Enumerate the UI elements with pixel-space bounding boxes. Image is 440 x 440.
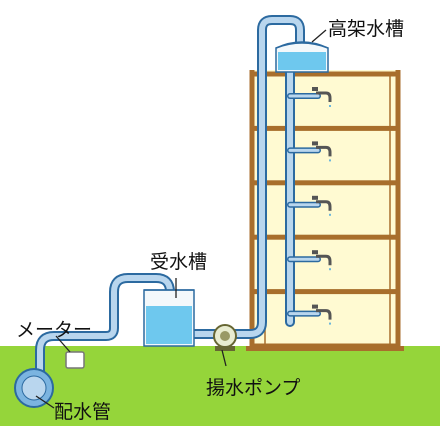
faucet-icon	[312, 250, 332, 273]
receiving-tank-water	[146, 306, 192, 344]
floor-slab	[250, 71, 400, 77]
leader-main-pipe	[35, 395, 55, 409]
pipe-network	[35, 15, 321, 385]
building-body	[252, 70, 400, 348]
leader-pump	[221, 349, 227, 367]
faucet-icon	[312, 87, 332, 109]
leader-elevated-tank	[311, 29, 327, 43]
floor-branch-pipes	[287, 93, 321, 317]
leader-meter	[55, 335, 71, 353]
label-receiving-tank: 受水槽	[150, 251, 207, 273]
faucet-icon	[312, 195, 332, 218]
pipe-main-to-receiving-tank	[37, 275, 173, 383]
label-elevated-tank: 高架水槽	[328, 18, 404, 40]
main-pipe-cross-section	[14, 368, 54, 408]
building	[246, 70, 404, 351]
elevated-tank-roof	[275, 41, 329, 49]
pump-icon	[213, 324, 237, 351]
label-pump: 揚水ポンプ	[206, 377, 300, 399]
building-foundation	[246, 346, 404, 351]
floor-slab	[250, 289, 400, 295]
water-meter-icon	[65, 351, 85, 369]
faucets	[312, 87, 332, 327]
pipe-riser	[182, 17, 303, 337]
receiving-tank	[143, 289, 195, 347]
floor-slab	[250, 125, 400, 131]
label-meter: メーター	[16, 319, 92, 341]
floor-slab	[250, 180, 400, 186]
faucet-icon	[312, 304, 332, 327]
floor-slab	[250, 234, 400, 240]
faucet-icon	[312, 141, 332, 164]
leader-lines	[35, 29, 327, 409]
elevated-tank	[275, 41, 329, 73]
elevated-tank-water	[278, 52, 326, 70]
label-main-pipe: 配水管	[54, 401, 111, 423]
